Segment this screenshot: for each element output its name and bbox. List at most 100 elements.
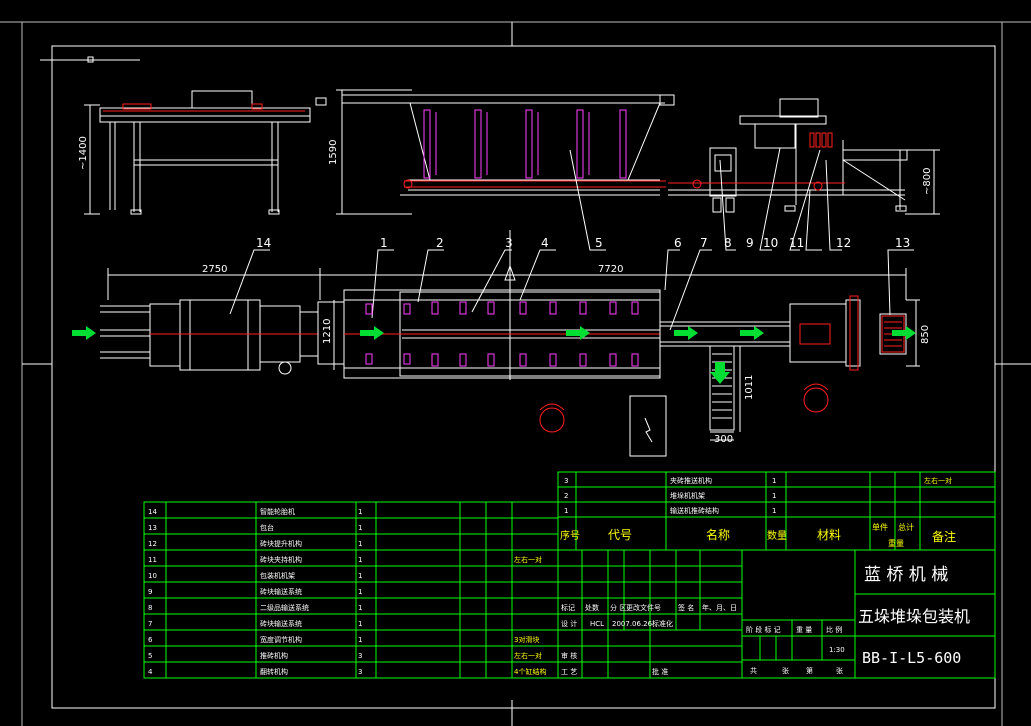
top-row-3-no: 3: [564, 477, 568, 485]
scale-value: 1:30: [829, 646, 845, 654]
hdr-material: 材料: [817, 528, 841, 542]
top-table-text: 3 夹砖推送机构 1 左右一对 2 堆垛机机架 1 1 输送机推砖结构 1 序号…: [560, 476, 956, 548]
part-qty: 1: [358, 540, 362, 548]
dim-branch-width: 300: [714, 434, 733, 445]
part-no: 9: [148, 588, 152, 596]
callout-3: 3: [505, 236, 513, 250]
part-name: 包装机机架: [260, 571, 295, 580]
part-qty: 1: [358, 508, 362, 516]
part-no: 7: [148, 620, 152, 628]
hdr-code: 代号: [608, 528, 632, 542]
part-note: 3对滑块: [514, 635, 539, 644]
callout-11: 11: [789, 236, 804, 250]
part-qty: 1: [358, 620, 362, 628]
weight-label: 重 量: [796, 626, 812, 634]
top-row-3-qty: 1: [772, 477, 776, 485]
part-qty: 1: [358, 556, 362, 564]
part-no: 6: [148, 636, 153, 644]
product-name: 五垛堆垛包装机: [858, 607, 970, 626]
rec-date: 年、月、日: [702, 603, 737, 612]
part-name: 二级品输送系统: [260, 603, 309, 612]
flow-arrows: [72, 326, 916, 384]
title-block-text: 蓝 桥 机 械 五垛堆垛包装机 BB-I-L5-600 阶 段 标 记 重 量 …: [746, 565, 970, 675]
parts-table-grid: [143, 471, 996, 679]
dim-branch-len: 1011: [744, 375, 755, 400]
top-row-2-name: 堆垛机机架: [670, 491, 705, 500]
dim-height-mid: 1590: [328, 140, 339, 165]
operator-symbols: [539, 383, 829, 433]
drawing-frame: [0, 21, 1031, 726]
dim-length-left: 2750: [202, 264, 227, 275]
design-date: 2007.06.26: [612, 620, 653, 628]
review-label: 审 核: [561, 651, 577, 660]
part-qty: 1: [358, 588, 362, 596]
part-no: 14: [148, 508, 157, 516]
callout-leaders: [229, 147, 914, 331]
hdr-unit: 单件: [872, 522, 888, 532]
rec-count: 处数: [585, 603, 599, 612]
part-note: 左右一对: [514, 651, 542, 660]
rec-mark: 标记: [561, 603, 575, 612]
part-no: 5: [148, 652, 152, 660]
part-no: 8: [148, 604, 152, 612]
top-row-1-qty: 1: [772, 507, 776, 515]
part-name: 推砖机构: [260, 651, 288, 660]
stage-mark-label: 阶 段 标 记: [746, 625, 781, 634]
part-no: 13: [148, 524, 157, 532]
part-no: 12: [148, 540, 157, 548]
sheet-total-b: 张: [782, 666, 789, 675]
part-no: 10: [148, 572, 157, 580]
part-no: 11: [148, 556, 157, 564]
part-qty: 3: [358, 668, 362, 676]
hdr-qty: 数量: [767, 529, 787, 542]
part-name: 智能轮胎机: [260, 507, 295, 516]
part-no: 4: [148, 668, 153, 676]
hdr-name: 名称: [706, 527, 730, 542]
dim-height-left: ~1400: [78, 136, 89, 170]
std-label: 标准化: [652, 619, 673, 628]
callout-6: 6: [674, 236, 682, 250]
top-row-2-no: 2: [564, 492, 568, 500]
callout-13: 13: [895, 236, 910, 250]
hdr-remark: 备注: [932, 529, 956, 544]
part-note-extra: 左右一对: [514, 555, 542, 564]
callout-12: 12: [836, 236, 851, 250]
part-qty: 1: [358, 572, 362, 580]
callout-4: 4: [541, 236, 549, 250]
top-row-3-name: 夹砖推送机构: [670, 476, 712, 485]
part-name: 翻转机构: [260, 667, 288, 676]
process-label: 工 艺: [561, 668, 577, 676]
part-qty: 3: [358, 652, 362, 660]
parts-list-text: 14 智能轮胎机 1 13 包台 1 12 砖块提升机构 1 11 砖块夹持机构…: [148, 507, 546, 676]
part-name: 包台: [260, 523, 274, 532]
callout-numbers: 14 1 2 3 4 5 6 7 8 9 10 11 12 13: [256, 236, 910, 250]
scale-label: 比 例: [826, 625, 842, 634]
part-name: 砖块夹持机构: [260, 555, 302, 564]
rec-file: 更改文件号: [626, 603, 661, 612]
drawing-number: BB-I-L5-600: [862, 649, 961, 667]
part-name: 砖块输送系统: [260, 619, 302, 628]
part-note: 4个缸结构: [514, 667, 546, 676]
side-elevation: ~1400: [78, 89, 940, 215]
part-name: 砖块输送系统: [260, 587, 302, 596]
callout-7: 7: [700, 236, 708, 250]
sheet-total-a: 共: [750, 666, 757, 675]
rec-sign: 签 名: [678, 603, 694, 612]
change-record-text: 标记 处数 分 区 更改文件号 签 名 年、月、日 设 计 HCL 2007.0…: [561, 603, 737, 676]
part-name: 砖块提升机构: [260, 539, 302, 548]
callout-5: 5: [595, 236, 603, 250]
callout-8: 8: [724, 236, 732, 250]
top-row-3-note: 左右一对: [924, 476, 952, 485]
hdr-weight: 重量: [888, 538, 904, 548]
design-label: 设 计: [561, 619, 577, 628]
top-row-2-qty: 1: [772, 492, 776, 500]
rec-zone: 分 区: [610, 603, 626, 612]
part-qty: 1: [358, 604, 362, 612]
designer: HCL: [590, 620, 604, 628]
top-row-1-no: 1: [564, 507, 568, 515]
callout-10: 10: [763, 236, 778, 250]
dim-length-main: 7720: [598, 264, 623, 275]
sheet-no-a: 第: [806, 666, 813, 675]
part-qty: 1: [358, 524, 362, 532]
